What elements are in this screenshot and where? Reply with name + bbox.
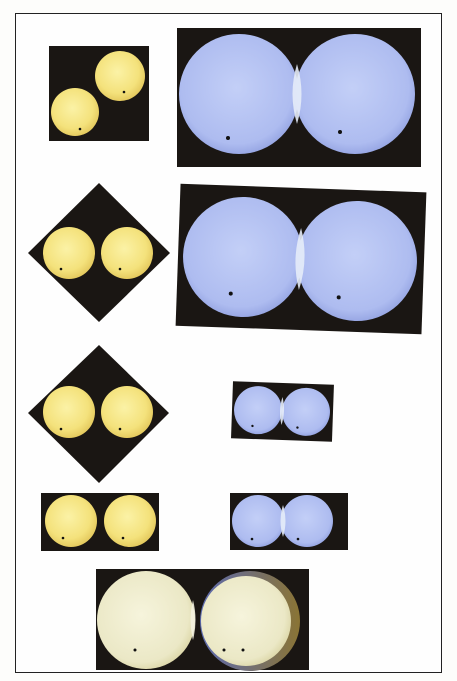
cream-disk xyxy=(97,571,195,669)
pair-yellow-rect xyxy=(41,493,159,551)
yellow-disk xyxy=(43,227,95,279)
pair-blue-small-tilted xyxy=(231,381,334,441)
black-dot xyxy=(62,537,65,540)
blue-disk xyxy=(179,34,299,154)
yellow-disk xyxy=(51,88,99,136)
blue-disk xyxy=(295,34,415,154)
black-dot xyxy=(242,649,245,652)
yellow-disk xyxy=(95,51,145,101)
pair-yellow-diamond-2 xyxy=(28,345,169,483)
black-dot xyxy=(223,649,226,652)
yellow-disk xyxy=(101,227,153,279)
black-dot xyxy=(79,128,82,131)
pair-yellow-diamond-1 xyxy=(28,183,170,322)
black-dot xyxy=(60,268,63,271)
pair-cream-bottom xyxy=(96,569,309,671)
black-dot xyxy=(338,130,342,134)
black-dot xyxy=(251,538,254,541)
black-dot xyxy=(123,91,126,94)
cream-disk xyxy=(201,576,291,666)
blue-disk xyxy=(281,495,333,547)
pair-yellow-diagonal xyxy=(49,46,149,141)
black-dot xyxy=(60,428,63,431)
yellow-disk xyxy=(101,386,153,438)
black-dot xyxy=(297,538,300,541)
black-dot xyxy=(119,268,122,271)
black-dot xyxy=(119,428,122,431)
yellow-disk xyxy=(45,495,97,547)
black-dot xyxy=(134,649,137,652)
black-dot xyxy=(226,136,230,140)
pair-blue-small xyxy=(230,493,348,550)
yellow-disk xyxy=(104,495,156,547)
blue-disk xyxy=(232,495,284,547)
pair-blue-large-tilted xyxy=(176,184,427,334)
yellow-disk xyxy=(43,386,95,438)
black-dot xyxy=(122,537,125,540)
pair-blue-large-1 xyxy=(177,28,421,167)
